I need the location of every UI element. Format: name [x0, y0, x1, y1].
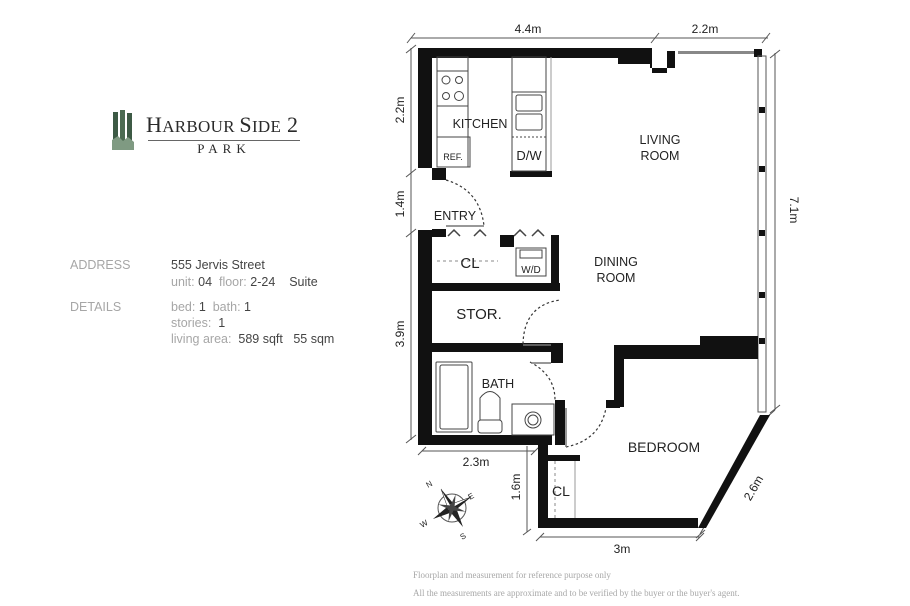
- dim-bedroom-diagonal: 2.6m: [741, 473, 766, 503]
- label-closet-2: CL: [552, 483, 570, 499]
- label-bedroom: BEDROOM: [628, 439, 700, 455]
- unit-floor: unit: 04 floor: 2-24 Suite: [171, 275, 318, 289]
- label-closet-1: CL: [460, 255, 479, 272]
- label-storage: STOR.: [456, 306, 502, 323]
- brand-subtitle: PARK: [197, 141, 251, 156]
- dim-left-mid: 1.4m: [393, 191, 407, 218]
- disclaimer-line-1: Floorplan and measurement for reference …: [413, 570, 611, 580]
- living-area: living area: 589 sqft 55 sqm: [171, 332, 335, 346]
- dim-right: 7.1m: [787, 197, 801, 224]
- compass-e: E: [467, 491, 476, 501]
- room-labels: KITCHEN REF. D/W LIVING ROOM ENTRY CL W/…: [434, 117, 700, 499]
- dim-left-bottom: 3.9m: [393, 321, 407, 348]
- dim-bath-width: 2.3m: [463, 455, 490, 469]
- stories: stories: 1: [171, 316, 226, 330]
- building-logo-icon: [112, 110, 134, 150]
- label-bath: BATH: [482, 377, 514, 391]
- label-dw: D/W: [516, 148, 542, 163]
- walls: [418, 48, 770, 528]
- dim-bedroom-width: 3m: [614, 542, 631, 556]
- label-ref: REF.: [443, 152, 463, 162]
- compass-n: N: [425, 479, 435, 490]
- brand-divider: [148, 140, 300, 141]
- details-label: DETAILS: [70, 300, 122, 314]
- label-wd: W/D: [521, 265, 540, 276]
- dim-closet-height: 1.6m: [509, 474, 523, 501]
- dim-left-top: 2.2m: [393, 97, 407, 124]
- address-label: ADDRESS: [70, 258, 131, 272]
- compass-icon: N E S W: [419, 479, 476, 542]
- compass-w: W: [419, 518, 430, 530]
- brand-title: HARBOUR SIDE 2: [146, 112, 299, 137]
- label-dining-2: ROOM: [597, 271, 636, 285]
- label-living-1: LIVING: [640, 133, 681, 147]
- street-address: 555 Jervis Street: [171, 258, 265, 272]
- disclaimer-line-2: All the measurements are approximate and…: [413, 588, 740, 598]
- compass-s: S: [459, 531, 468, 541]
- label-living-2: ROOM: [641, 149, 680, 163]
- door-panels: [446, 225, 567, 447]
- fixtures: [435, 56, 576, 518]
- brand-logo: HARBOUR SIDE 2 PARK: [112, 110, 322, 156]
- dim-top-left: 4.4m: [515, 22, 542, 36]
- label-kitchen: KITCHEN: [453, 117, 508, 131]
- dim-top-right: 2.2m: [692, 22, 719, 36]
- label-dining-1: DINING: [594, 255, 638, 269]
- doors: [445, 179, 607, 448]
- label-entry: ENTRY: [434, 209, 477, 223]
- bed-bath: bed: 1 bath: 1: [171, 300, 251, 314]
